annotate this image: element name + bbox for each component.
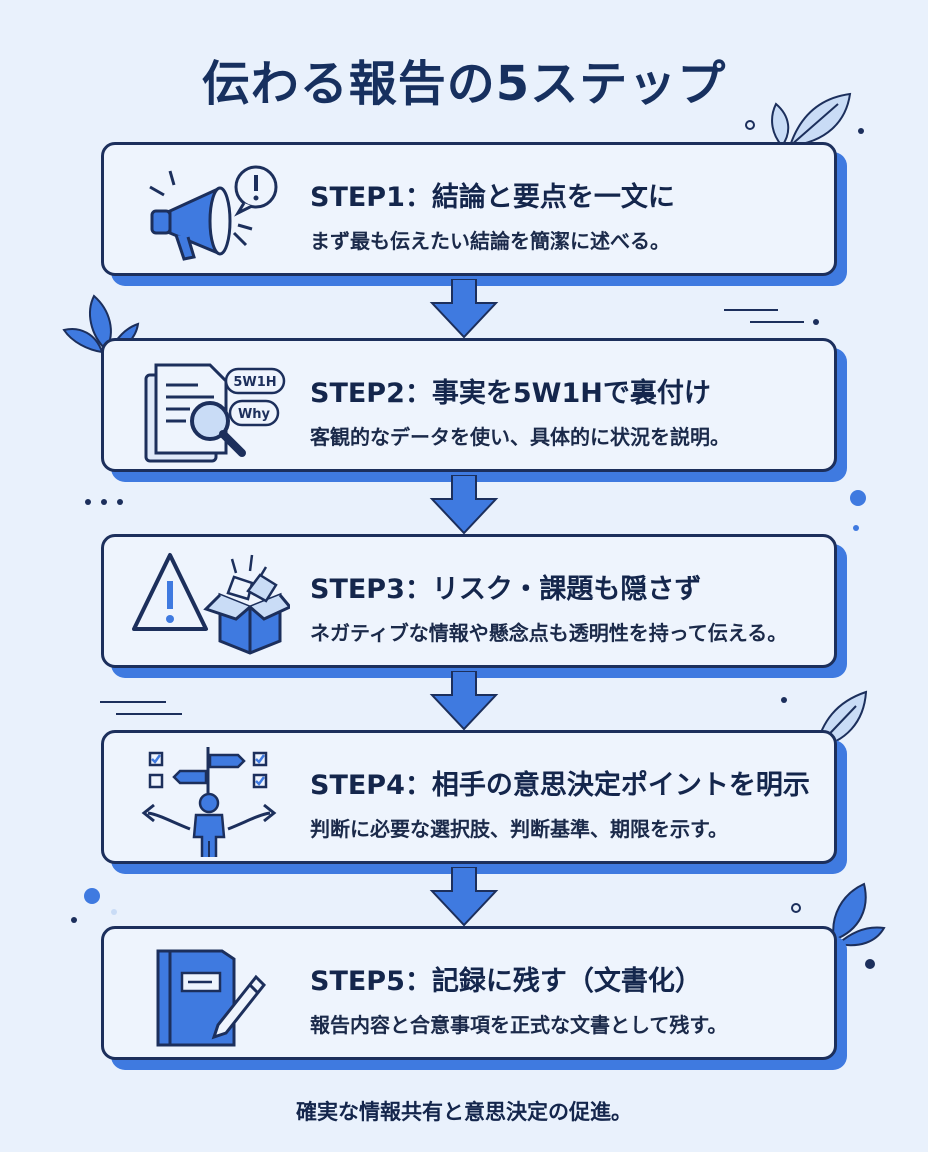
dots-decoration-right bbox=[850, 490, 866, 531]
decision-crossroads-icon bbox=[141, 747, 277, 857]
step-description: 客観的なデータを使い、具体的に状況を説明。 bbox=[310, 425, 730, 449]
down-arrow-icon bbox=[429, 867, 499, 927]
step-description: 判断に必要な選択肢、判断基準、期限を示す。 bbox=[310, 817, 728, 841]
leaf-decoration-top-right bbox=[771, 92, 852, 148]
dots-decoration-top-right bbox=[745, 120, 864, 134]
notebook-pencil-icon bbox=[156, 949, 267, 1047]
step-description: ネガティブな情報や懸念点も透明性を持って伝える。 bbox=[310, 621, 788, 645]
lines-decoration-right bbox=[724, 309, 819, 325]
down-arrow-icon bbox=[429, 279, 499, 339]
warning-box-icon bbox=[132, 553, 290, 655]
lines-decoration-left bbox=[100, 701, 182, 715]
document-magnifier-icon: 5W1H Why bbox=[144, 363, 286, 463]
step-title: STEP3：リスク・課題も隠さず bbox=[310, 574, 702, 605]
footer-summary: 確実な情報共有と意思決定の促進。 bbox=[296, 1100, 632, 1124]
leaf-decoration-bottom-right bbox=[791, 882, 886, 969]
down-arrow-icon bbox=[429, 671, 499, 731]
dots-decoration-left bbox=[85, 499, 123, 505]
dots-decoration-left-bottom bbox=[71, 888, 117, 923]
page-title: 伝わる報告の5ステップ bbox=[201, 56, 727, 112]
step-card-2: 5W1H Why STEP2：事実を5W1Hで裏付け 客観的なデータを使い、具体… bbox=[101, 338, 837, 472]
step-title: STEP5：記録に残す（文書化） bbox=[310, 966, 702, 997]
step-card-4: STEP4：相手の意思決定ポイントを明示 判断に必要な選択肢、判断基準、期限を示… bbox=[101, 730, 837, 864]
step-title: STEP1：結論と要点を一文に bbox=[310, 182, 675, 213]
down-arrow-icon bbox=[429, 475, 499, 535]
step-description: まず最も伝えたい結論を簡潔に述べる。 bbox=[310, 229, 670, 253]
step-card-5: STEP5：記録に残す（文書化） 報告内容と合意事項を正式な文書として残す。 bbox=[101, 926, 837, 1060]
bubble-5w1h: 5W1H bbox=[233, 375, 276, 390]
step-title: STEP4：相手の意思決定ポイントを明示 bbox=[310, 770, 810, 801]
step-description: 報告内容と合意事項を正式な文書として残す。 bbox=[310, 1013, 728, 1037]
megaphone-icon bbox=[149, 165, 278, 261]
step-card-3: STEP3：リスク・課題も隠さず ネガティブな情報や懸念点も透明性を持って伝える… bbox=[101, 534, 837, 668]
step-card-1: STEP1：結論と要点を一文に まず最も伝えたい結論を簡潔に述べる。 bbox=[101, 142, 837, 276]
bubble-why: Why bbox=[238, 407, 271, 422]
step-title: STEP2：事実を5W1Hで裏付け bbox=[310, 378, 711, 409]
